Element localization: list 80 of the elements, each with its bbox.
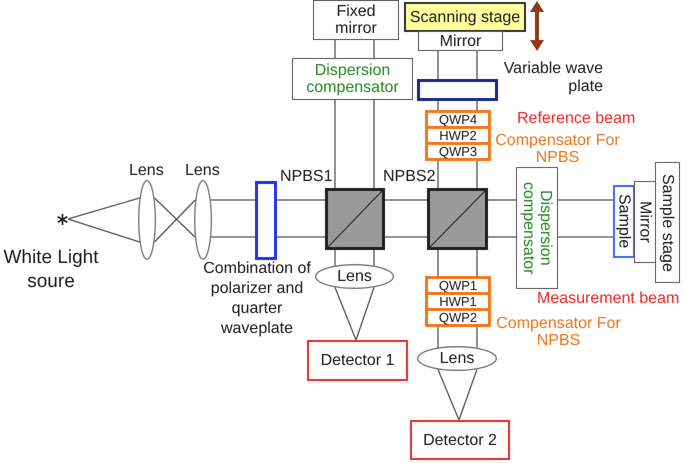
mirror: [634, 181, 656, 263]
light-beam: [334, 250, 336, 266]
variable-wave-plate: [417, 79, 498, 101]
lens: [194, 180, 212, 260]
beam-splitter-cube: [427, 188, 488, 250]
stage-label: Sample stage: [659, 174, 676, 272]
light-beam: [476, 250, 478, 276]
wave-plate: [425, 142, 491, 161]
light-beam: [476, 51, 478, 79]
compensator-note: Compensator For NPBS: [495, 315, 622, 349]
waveplate-label: Variable wave plate: [502, 60, 603, 96]
beam-label: Measurement beam: [537, 290, 680, 308]
light-beam: [385, 199, 427, 201]
light-beam: [476, 161, 478, 188]
detector-label: Detector 1: [320, 352, 394, 369]
beam-splitter-cube: [325, 188, 385, 250]
mirror: [418, 31, 503, 51]
light-ray: [437, 369, 460, 420]
light-beam: [385, 236, 427, 238]
light-ray: [68, 197, 140, 220]
splitter-label: NPBS1: [280, 168, 332, 186]
detector-label: Detector 2: [423, 432, 497, 448]
light-beam: [437, 161, 439, 188]
plate-label: QWP3: [438, 145, 478, 158]
light-source-star: [57, 214, 68, 225]
dispersion-compensator: [516, 167, 558, 289]
mirror-label: Mirror: [636, 201, 654, 243]
light-beam: [476, 327, 478, 348]
light-beam: [488, 199, 516, 201]
light-ray: [458, 369, 478, 420]
sample-stage: [655, 162, 680, 283]
polarizer-label: Combination of polarizer and quarter waveplate: [202, 259, 312, 339]
sample-label: Sample: [616, 194, 632, 249]
lens-label: Lens: [185, 162, 220, 180]
scanning-stage: [404, 2, 526, 32]
light-beam: [373, 40, 375, 58]
polarizer-plate: [255, 181, 277, 260]
mirror-label: Mirror: [440, 32, 482, 50]
wave-plate: [425, 308, 491, 327]
light-ray: [334, 287, 357, 340]
light-beam: [211, 236, 255, 238]
light-beam: [437, 327, 439, 348]
plate-label: HWP1: [439, 295, 477, 308]
light-beam: [558, 236, 613, 238]
plate-label: QWP2: [438, 311, 478, 324]
compensator-label: Dispersion compensator: [520, 180, 554, 276]
sample: [613, 185, 635, 258]
source-label: White Light soure: [2, 246, 100, 294]
compensator-label: Dispersion compensator: [305, 62, 400, 96]
light-beam: [277, 236, 325, 238]
lens: [417, 346, 497, 371]
detector: [307, 340, 408, 381]
light-beam: [488, 236, 516, 238]
plate-label: QWP1: [438, 279, 478, 292]
lens-label: Lens: [129, 162, 164, 180]
light-beam: [277, 199, 325, 201]
plate-label: QWP4: [438, 113, 478, 126]
light-ray: [355, 287, 375, 340]
light-beam: [437, 250, 439, 276]
light-beam: [437, 51, 439, 79]
compensator-note: Compensator For NPBS: [494, 132, 621, 166]
plate-label: HWP2: [439, 129, 477, 142]
fixed-mirror: [313, 0, 399, 40]
light-beam: [558, 199, 613, 201]
light-beam: [373, 100, 375, 188]
dispersion-compensator: [292, 58, 413, 100]
light-beam: [334, 40, 336, 58]
light-ray: [68, 218, 140, 243]
lens-label: Lens: [337, 268, 372, 285]
light-beam: [373, 250, 375, 266]
beam-label: Reference beam: [517, 110, 636, 128]
detector: [410, 420, 510, 460]
light-beam: [334, 100, 336, 188]
lens-label: Lens: [440, 350, 474, 367]
lens: [315, 264, 394, 289]
light-beam: [210, 199, 255, 201]
lens: [138, 180, 156, 260]
splitter-label: NPBS2: [383, 168, 436, 186]
mirror-label: Fixed mirror: [334, 3, 378, 37]
stage-label: Scanning stage: [410, 8, 520, 26]
